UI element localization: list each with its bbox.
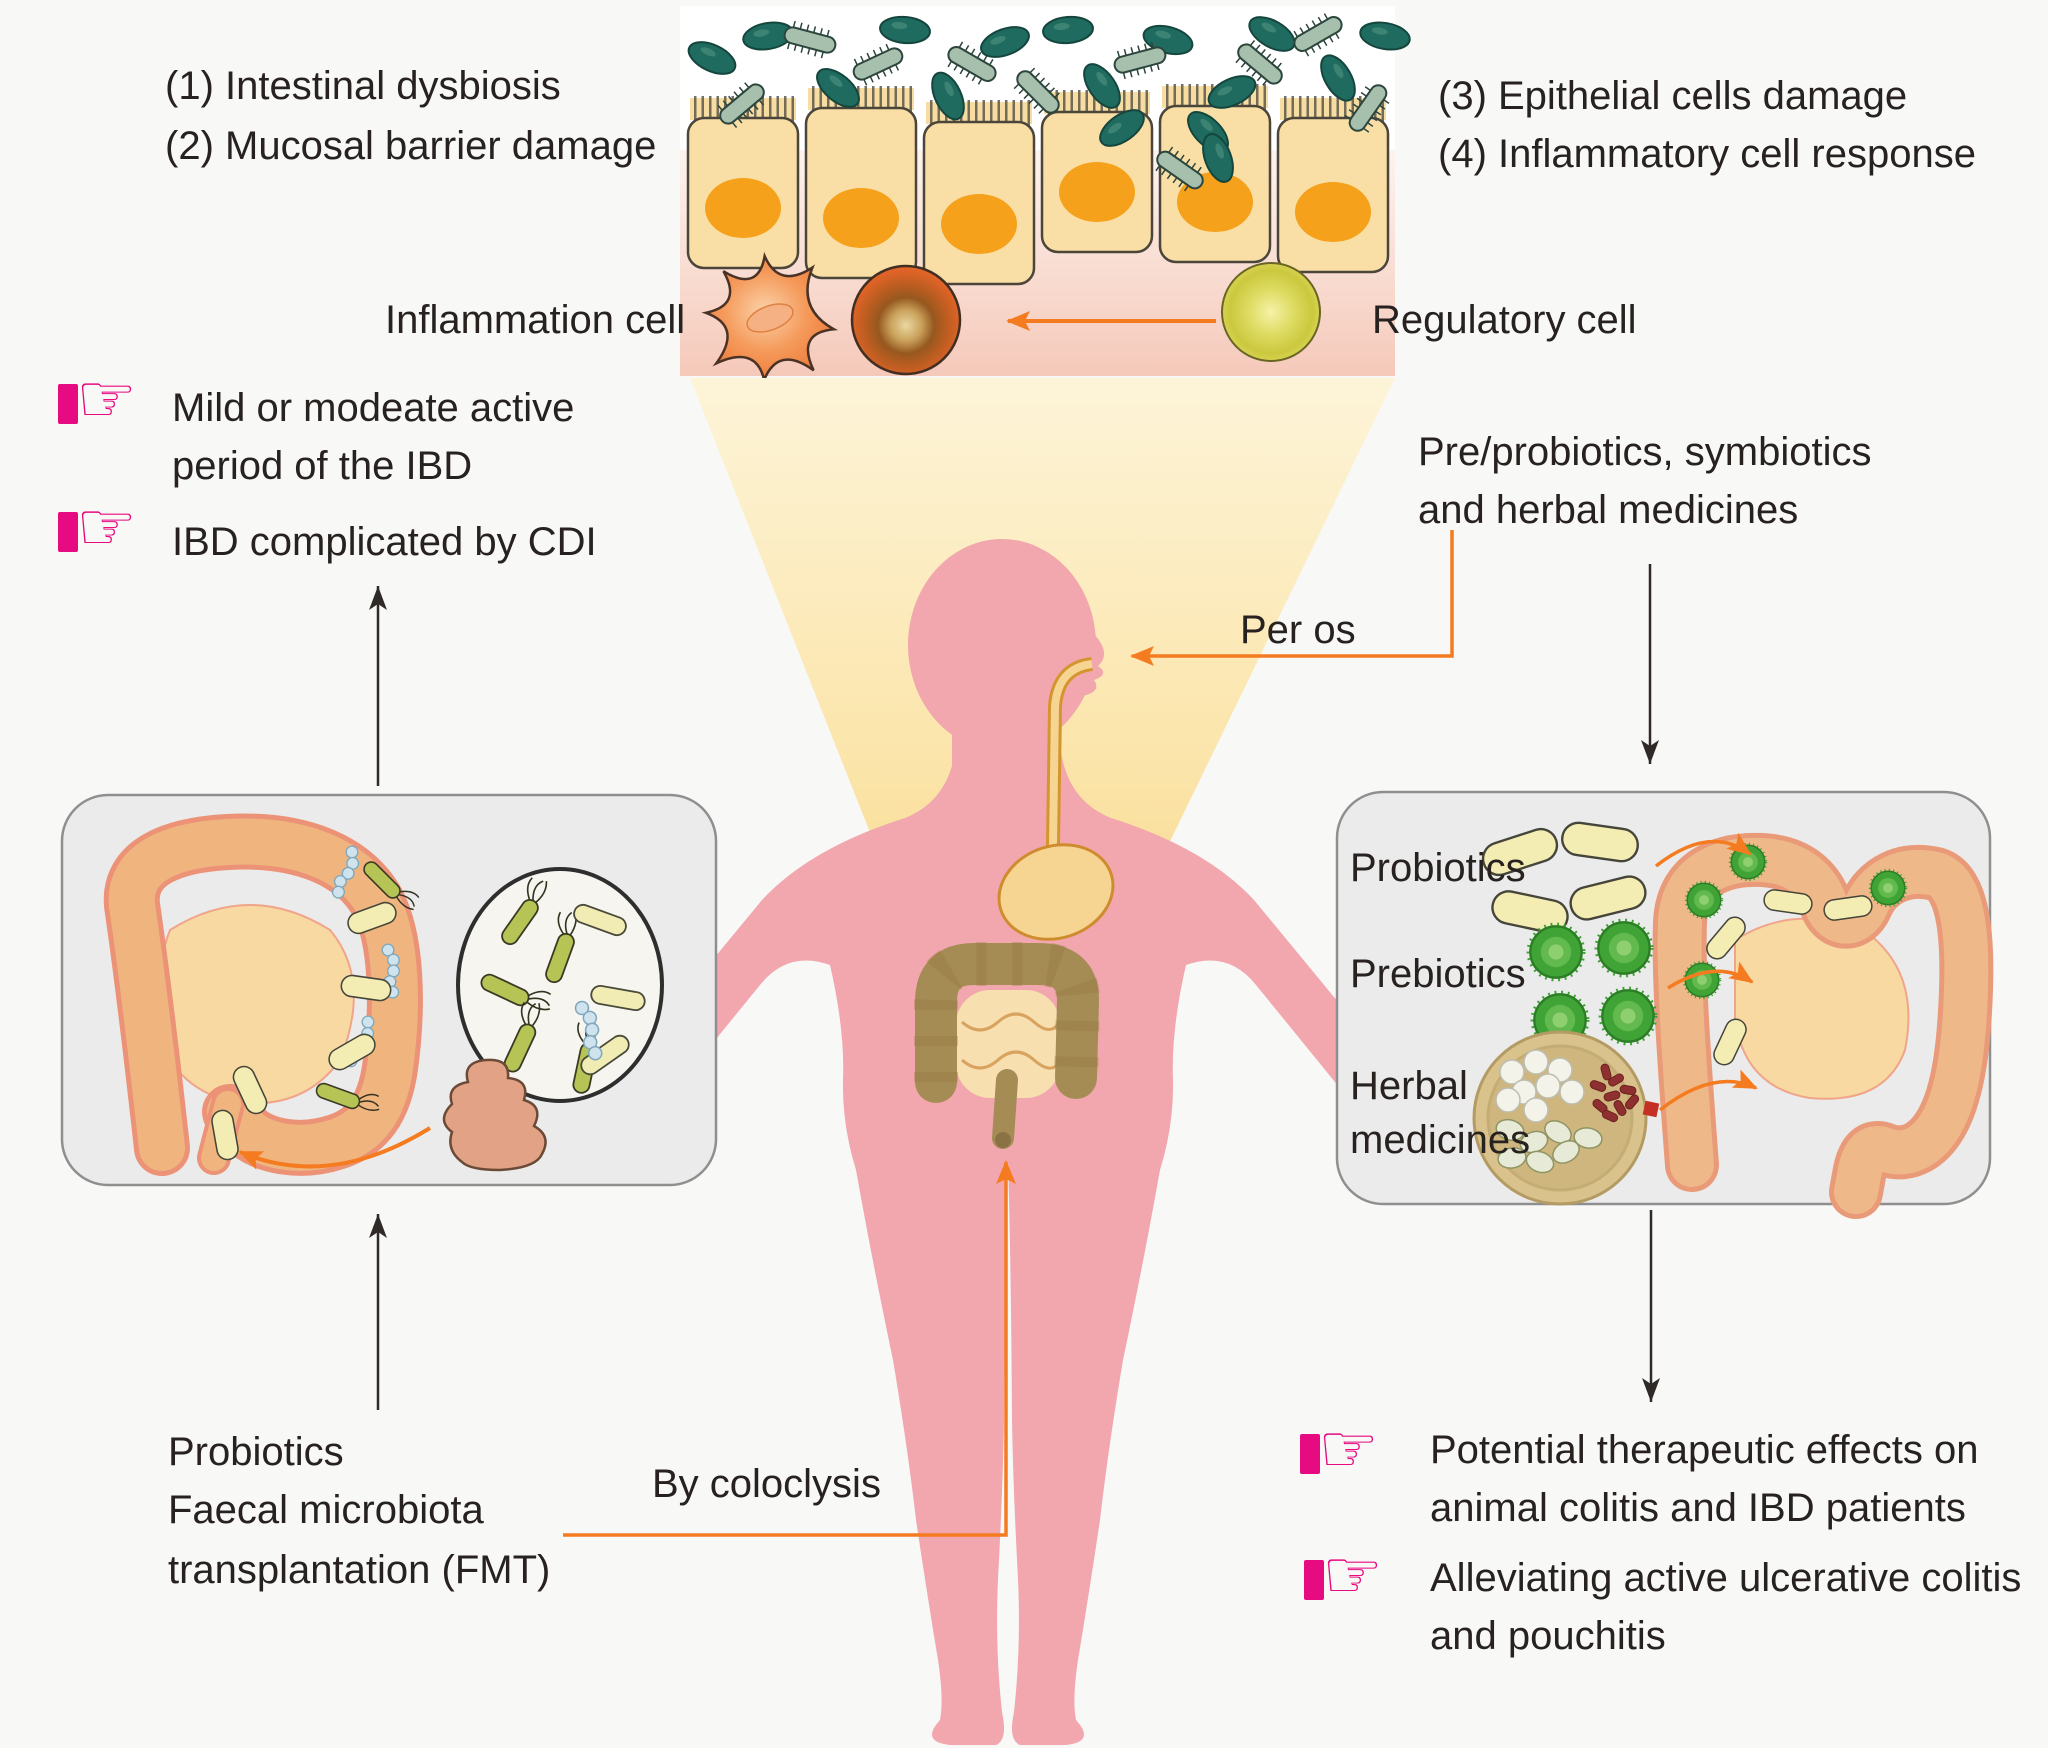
box-item-probiotics: Probiotics (1350, 846, 1526, 890)
herbal-to-colon-arrow (1658, 1069, 1758, 1112)
colon-lumen (156, 904, 355, 1105)
pointing-hand-icon: ☞ (1322, 1537, 1383, 1613)
pointing-hand-icon: ☞ (76, 361, 137, 437)
outcome-1-line-1: Potential therapeutic effects on (1430, 1428, 1979, 1472)
colon-lumen (1734, 917, 1910, 1100)
box-item-herbal-line-1: Herbal (1350, 1064, 1468, 1108)
flow-arrows (369, 564, 1660, 1410)
digestive-tract (914, 657, 1115, 1149)
outcome-2-line-1: Alleviating active ulcerative colitis (1430, 1556, 2022, 1600)
epithelial-cells (686, 84, 1390, 286)
fmt-therapy-line-3: transplantation (FMT) (168, 1548, 551, 1592)
regulatory-cell (1221, 262, 1321, 362)
pointer-outcome-2: ☞ (1304, 1541, 1383, 1609)
hand-cuff (58, 512, 78, 552)
annotation-step-1: (1) Intestinal dysbiosis (165, 64, 561, 108)
rectum (992, 1069, 1018, 1149)
prebiotics-to-colon-arrow (1667, 961, 1754, 990)
indication-1-line-2: period of the IBD (172, 444, 473, 488)
pointing-hand-icon: ☞ (1318, 1411, 1379, 1487)
box-item-herbal-line-2: medicines (1350, 1118, 1531, 1162)
route-oral-label: Per os (1240, 608, 1356, 652)
fmt-delivery-arrow (238, 1126, 432, 1170)
inflammation-cell-label: Inflammation cell (385, 298, 686, 342)
hand-cuff (1304, 1560, 1324, 1600)
small-intestine (956, 990, 1060, 1098)
inflammation-dendritic-cell (701, 251, 839, 385)
outcome-1-line-2: animal colitis and IBD patients (1430, 1486, 1966, 1530)
stomach (997, 843, 1115, 941)
indication-1-line-1: Mild or modeate active (172, 386, 575, 430)
per-os-route-arrow (1130, 530, 1454, 666)
annotation-step-3: (3) Epithelial cells damage (1438, 74, 1908, 118)
hand-cuff (58, 384, 78, 424)
indication-2: IBD complicated by CDI (172, 520, 597, 564)
epithelium-panel (680, 6, 1413, 385)
inflammation-round-cell (850, 264, 962, 376)
regulatory-cell-label: Regulatory cell (1372, 298, 1637, 342)
colon (915, 943, 1099, 1103)
oral-therapies-line-2: and herbal medicines (1418, 488, 1799, 532)
pointing-hand-icon: ☞ (76, 489, 137, 565)
hand-cuff (1300, 1434, 1320, 1474)
fmt-box (60, 793, 718, 1187)
probiotics-to-colon-arrow (1654, 832, 1752, 868)
annotation-step-4: (4) Inflammatory cell response (1438, 132, 1976, 176)
fmt-therapy-line-1: Probiotics (168, 1430, 344, 1474)
box-item-prebiotics: Prebiotics (1350, 952, 1526, 996)
outcome-2-line-2: and pouchitis (1430, 1614, 1666, 1658)
pointer-outcome-1: ☞ (1300, 1415, 1379, 1483)
pointer-indication-1: ☞ (58, 365, 137, 433)
route-rectal-label: By coloclysis (652, 1462, 881, 1506)
herbal-arrow-origin (1642, 1100, 1660, 1118)
herbal-medicine-bowl-icon (1472, 1030, 1648, 1206)
annotation-step-2: (2) Mucosal barrier damage (165, 124, 657, 168)
coloclysis-route-arrow (563, 1160, 1016, 1537)
oral-therapies-line-1: Pre/probiotics, symbiotics (1418, 430, 1872, 474)
pointer-indication-2: ☞ (58, 493, 137, 561)
fmt-therapy-line-2: Faecal microbiota (168, 1488, 484, 1532)
stool-icon (442, 1058, 547, 1172)
oral-therapies-box (1335, 790, 1994, 1219)
